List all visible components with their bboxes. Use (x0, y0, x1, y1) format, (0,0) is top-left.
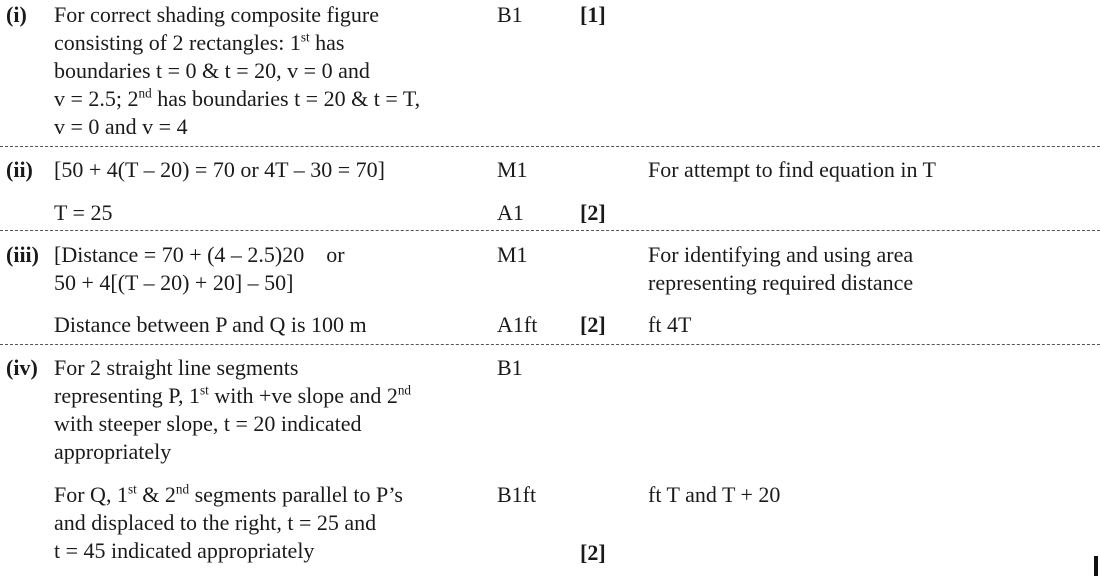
part-i-label: (i) (6, 2, 27, 27)
part-i-line-3: boundaries t = 0 & t = 20, v = 0 and (54, 58, 370, 83)
part-i-line-4: v = 2.5; 2nd has boundaries t = 20 & t =… (54, 85, 421, 111)
part-iv-label: (iv) (6, 355, 38, 380)
part-iv-p-line-1: For 2 straight line segments (54, 355, 299, 380)
divider-1 (0, 146, 1100, 147)
part-iii-answer: Distance between P and Q is 100 m (54, 312, 367, 337)
text-cursor (1094, 556, 1098, 576)
part-i-line-5: v = 0 and v = 4 (54, 114, 188, 139)
part-iv-q-line-1: For Q, 1st & 2nd segments parallel to P’… (54, 481, 403, 507)
part-i-line-1: For correct shading composite figure (54, 2, 380, 27)
part-ii-label: (ii) (6, 157, 33, 182)
part-iv-p-line-3: with steeper slope, t = 20 indicated (54, 411, 362, 436)
part-i-line-2: consisting of 2 rectangles: 1st has (54, 29, 345, 55)
part-ii-mark-1: M1 (497, 157, 528, 182)
part-iv-q-line-3: t = 45 indicated appropriately (54, 538, 315, 563)
part-iv-q-note: ft T and T + 20 (648, 482, 781, 507)
part-iii-mark-1: M1 (497, 242, 528, 267)
part-iv-p-line-2: representing P, 1st with +ve slope and 2… (54, 382, 412, 408)
part-i-mark: B1 (497, 2, 523, 27)
part-ii-note: For attempt to find equation in T (648, 157, 936, 182)
part-iii-line-2: 50 + 4[(T – 20) + 20] – 50] (54, 270, 294, 295)
part-ii-answer: T = 25 (54, 200, 113, 225)
part-iv-total: [2] (580, 540, 606, 565)
part-iii-note-2: representing required distance (648, 270, 914, 295)
part-ii-mark-2: A1 (497, 200, 524, 225)
part-iii-label: (iii) (6, 242, 39, 267)
part-iv-p-line-4: appropriately (54, 439, 172, 464)
divider-3 (0, 344, 1100, 345)
part-iv-p-mark: B1 (497, 355, 523, 380)
part-ii-equation: [50 + 4(T – 20) = 70 or 4T – 30 = 70] (54, 157, 385, 182)
part-iv-q-line-2: and displaced to the right, t = 25 and (54, 510, 377, 535)
part-iii-ft-note: ft 4T (648, 312, 692, 337)
part-iv-q-mark: B1ft (497, 482, 537, 507)
divider-2 (0, 230, 1100, 231)
part-iii-note-1: For identifying and using area (648, 242, 914, 267)
part-iii-total: [2] (580, 312, 606, 337)
part-ii-total: [2] (580, 200, 606, 225)
part-iii-mark-2: A1ft (497, 312, 538, 337)
part-i-total: [1] (580, 2, 606, 27)
